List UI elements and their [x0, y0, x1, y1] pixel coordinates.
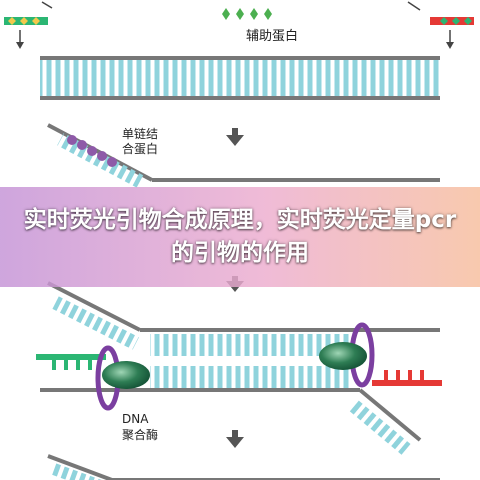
banner-title: 实时荧光引物合成原理，实时荧光定量pcr的引物的作用 [23, 207, 457, 266]
dna-polymerase-icon [102, 342, 367, 389]
right-primer-marker [407, 1, 474, 49]
bottom-dna-strands [47, 454, 440, 480]
ssb-label-line1: 单链结 [122, 127, 159, 141]
left-primer-marker [4, 1, 53, 49]
upper-fork-strand [47, 281, 440, 356]
title-banner: 实时荧光引物合成原理，实时荧光定量pcr的引物的作用 [0, 187, 480, 287]
down-arrow-icon [226, 430, 244, 448]
dna-double-strand [40, 56, 440, 100]
ssb-label-line2: 合蛋白 [122, 142, 159, 156]
helper-protein-label: 辅助蛋白 [246, 29, 299, 44]
dna-polymerase-label-line2: 聚合酶 [122, 428, 159, 442]
down-arrow-icon [226, 128, 244, 146]
dna-polymerase-label-line1: DNA [122, 412, 149, 426]
ssb-protein-icon [67, 135, 117, 167]
lower-fork-strand [40, 366, 422, 455]
red-primer [372, 370, 442, 386]
helper-protein-icon [222, 8, 272, 20]
green-primer [36, 354, 106, 370]
